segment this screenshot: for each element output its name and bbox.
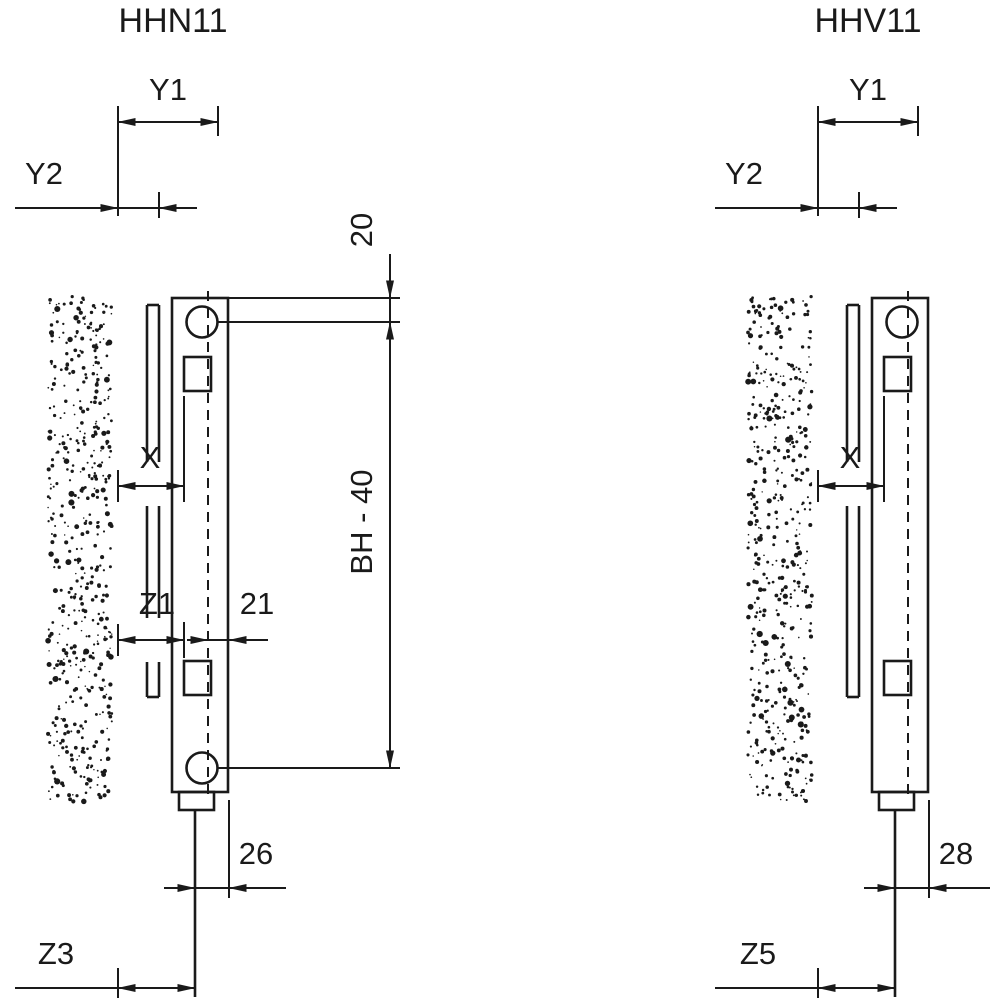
label-28: 28 (939, 836, 973, 871)
radiator-panel (870, 296, 930, 794)
mounting-bracket-right (845, 303, 861, 699)
dimension-28-right: 28 (864, 800, 990, 898)
radiator-side-view-right (870, 291, 930, 997)
label-x: X (840, 440, 861, 475)
label-z5: Z5 (740, 936, 776, 971)
label-y2: Y2 (25, 156, 63, 191)
label-z3: Z3 (38, 936, 74, 971)
top-mounting-lug (182, 355, 213, 393)
top-mounting-lug (882, 355, 913, 393)
dimension-y2-right: Y2 (715, 156, 897, 218)
dimension-z3-left: Z3 (15, 936, 196, 998)
label-x: X (140, 440, 161, 475)
radiator-panel (170, 296, 230, 794)
bottom-pipe-connection (185, 751, 219, 785)
dimension-y1-right: Y1 (817, 72, 919, 216)
wall-hatch-right (745, 294, 814, 803)
mounting-bracket-left (145, 303, 161, 699)
dimension-z5-right: Z5 (715, 936, 896, 998)
radiator-foot (177, 790, 216, 812)
dimension-x-right: X (817, 396, 885, 502)
label-bh40: BH - 40 (344, 469, 379, 574)
diagram-hhn11: HHN11 Y1 (15, 2, 400, 998)
top-pipe-connection (185, 305, 219, 339)
label-20: 20 (344, 213, 379, 247)
label-26: 26 (239, 836, 273, 871)
label-y2: Y2 (725, 156, 763, 191)
top-pipe-connection (885, 305, 919, 339)
diagram-title-left: HHN11 (119, 2, 228, 40)
label-y1: Y1 (849, 72, 887, 107)
diagram-hhv11: HHV11 Y1 Y2 (715, 2, 990, 998)
radiator-foot (877, 790, 916, 812)
label-z1: Z1 (139, 586, 175, 621)
dimension-20-left: 20 (218, 213, 400, 323)
label-y1: Y1 (149, 72, 187, 107)
wall-hatch-left (45, 295, 114, 805)
radiator-side-view-left (170, 291, 230, 997)
dimension-bh40-left: BH - 40 (218, 321, 400, 769)
diagram-title-right: HHV11 (814, 2, 921, 40)
dimension-y2-left: Y2 (15, 156, 197, 218)
label-21: 21 (240, 586, 274, 621)
dimension-26-left: 26 (164, 800, 286, 898)
dimension-21-left: 21 (187, 586, 274, 644)
dimension-x-left: X (117, 396, 185, 502)
bottom-mounting-lug (182, 659, 213, 697)
dimension-y1-left: Y1 (117, 72, 219, 216)
bottom-mounting-lug (882, 659, 913, 697)
dimension-z1-left: Z1 (117, 586, 185, 658)
